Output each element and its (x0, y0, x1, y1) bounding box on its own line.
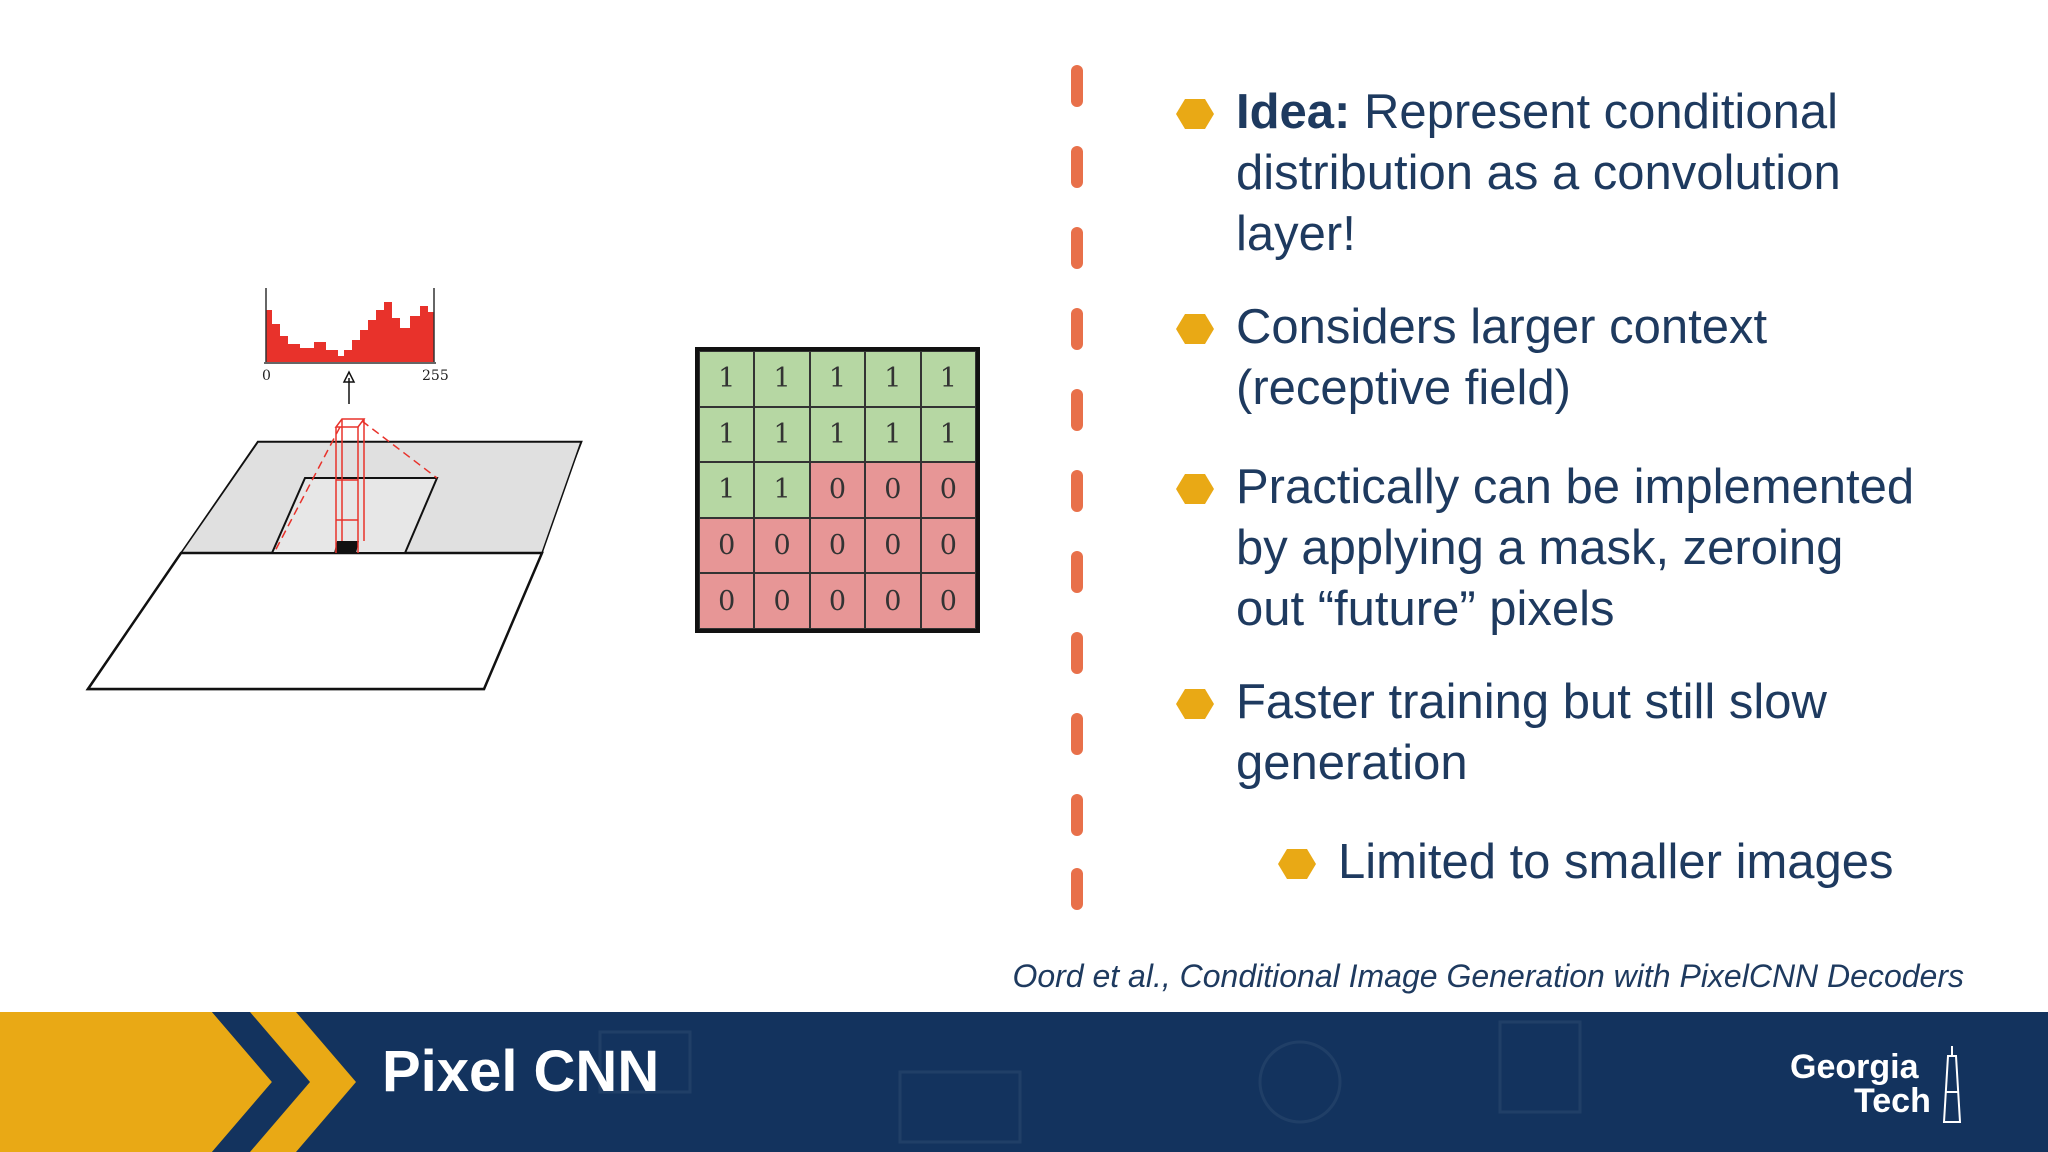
hexagon-bullet-icon (1176, 314, 1214, 344)
mask-cell: 0 (809, 462, 866, 518)
bullet-speed-line2: generation (1236, 736, 1468, 790)
mask-cell: 0 (699, 517, 755, 574)
mask-cell: 0 (865, 517, 921, 574)
receptive-field-projection (273, 418, 438, 554)
georgia-tech-logo: Georgia Tech (1790, 1046, 1962, 1123)
footer-bar: Pixel CNN Georgia Tech (0, 1012, 2048, 1152)
bullet-context-line1: Considers larger context (1236, 300, 1768, 354)
mask-cell: 0 (865, 462, 921, 518)
bullet-idea-line3: layer! (1236, 207, 1356, 261)
bullet-mask-line2: by applying a mask, zeroing (1236, 521, 1844, 575)
hexagon-bullet-icon (1278, 849, 1316, 879)
histogram-max-label: 255 (422, 368, 449, 384)
mask-cell: 0 (809, 573, 866, 629)
mask-cell: 0 (754, 517, 810, 574)
bullet-idea: Idea: Represent conditional distribution… (1176, 82, 1841, 265)
mask-cell: 1 (754, 351, 810, 407)
mask-cell: 0 (699, 573, 755, 629)
arrow-up-icon (342, 370, 356, 383)
mask-cell: 1 (809, 406, 866, 463)
bullet-idea-line1: Represent conditional (1350, 85, 1838, 139)
bullet-mask: Practically can be implemented by applyi… (1176, 457, 1915, 640)
mask-cell: 1 (754, 462, 810, 518)
mask-cell: 0 (754, 573, 810, 629)
hexagon-bullet-icon (1176, 474, 1214, 504)
mask-cell: 1 (809, 351, 866, 407)
mask-cell: 1 (920, 406, 976, 463)
mask-cell: 1 (865, 351, 921, 407)
mask-cell: 1 (699, 462, 755, 518)
bullet-context: Considers larger context (receptive fiel… (1176, 297, 1768, 419)
mask-grid: 1 1 1 1 1 1 1 1 1 1 1 1 0 0 0 0 0 0 0 0 … (695, 347, 980, 633)
footer-chevrons (0, 1012, 1582, 1152)
citation: Oord et al., Conditional Image Generatio… (1012, 958, 1964, 994)
hexagon-bullet-icon (1176, 99, 1214, 129)
tower-icon (1942, 1046, 1962, 1123)
mask-cell: 1 (920, 351, 976, 407)
pixelcnn-figure: 0 255 (85, 288, 583, 691)
histogram-min-label: 0 (262, 368, 271, 384)
bullet-idea-line2: distribution as a convolution (1236, 146, 1841, 200)
mask-cell: 0 (920, 517, 976, 574)
pixel-histogram: 0 255 (262, 288, 449, 404)
bullet-speed: Faster training but still slow generatio… (1176, 672, 1827, 794)
logo-line2: Tech (1854, 1082, 1931, 1120)
dashed-divider (1071, 65, 1083, 910)
mask-cell: 0 (920, 462, 976, 518)
bullet-context-line2: (receptive field) (1236, 361, 1571, 415)
mask-cell: 0 (809, 517, 866, 574)
bullet-mask-line1: Practically can be implemented (1236, 460, 1915, 514)
mask-cell: 1 (865, 406, 921, 463)
mask-cell: 1 (754, 406, 810, 463)
sub-bullet-limited: Limited to smaller images (1278, 832, 1894, 893)
sub-bullet-limited-line1: Limited to smaller images (1338, 835, 1894, 889)
logo-line1: Georgia (1790, 1048, 1920, 1086)
bullet-speed-line1: Faster training but still slow (1236, 675, 1827, 729)
mask-cell: 0 (920, 573, 976, 629)
mask-cell: 0 (865, 573, 921, 629)
mask-cell: 1 (699, 351, 755, 407)
chevron-right-icon (250, 1012, 356, 1152)
bullet-idea-bold: Idea: (1236, 85, 1351, 139)
image-plane (85, 440, 583, 691)
slide-title: Pixel CNN (382, 1039, 660, 1104)
hexagon-bullet-icon (1176, 689, 1214, 719)
mask-cell: 1 (699, 406, 755, 463)
bullet-mask-line3: out “future” pixels (1236, 582, 1615, 636)
